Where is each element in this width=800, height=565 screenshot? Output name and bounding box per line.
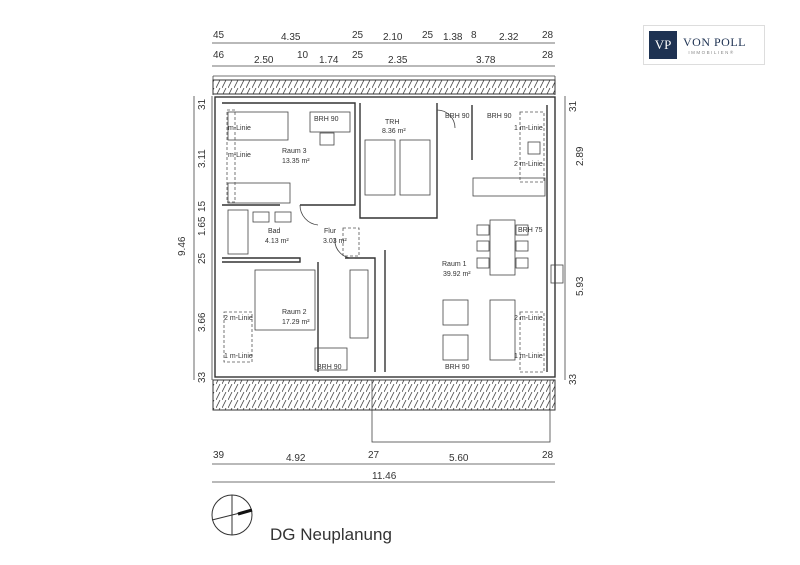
room-name: Raum 1 — [442, 261, 467, 268]
dims-bottom: 39 4.92 27 5.60 28 11.46 — [213, 450, 554, 482]
room-area: 8.36 m² — [382, 128, 406, 135]
svg-text:4.92: 4.92 — [286, 453, 306, 464]
svg-text:2 m-Linie: 2 m-Linie — [514, 315, 543, 322]
balcony — [371, 379, 551, 443]
svg-text:10: 10 — [297, 50, 309, 61]
dims-left: 31 3.11 15 1.65 25 3.66 33 9.46 — [177, 98, 208, 383]
svg-text:BRH 90: BRH 90 — [445, 113, 470, 120]
room-area: 17.29 m² — [282, 319, 310, 326]
svg-text:46: 46 — [213, 50, 225, 61]
svg-text:4.35: 4.35 — [281, 32, 301, 43]
svg-text:31: 31 — [197, 98, 208, 110]
room-name: Flur — [324, 228, 337, 235]
svg-text:2 m-Linie: 2 m-Linie — [224, 315, 253, 322]
svg-text:1 m-Linie: 1 m-Linie — [514, 125, 543, 132]
svg-text:BRH 90: BRH 90 — [487, 113, 512, 120]
svg-text:BRH 75: BRH 75 — [518, 227, 543, 234]
svg-text:15: 15 — [197, 200, 208, 212]
svg-text:2.10: 2.10 — [383, 32, 403, 43]
svg-text:1.74: 1.74 — [319, 55, 339, 66]
north-arrow-icon — [211, 494, 253, 536]
svg-text:m-Linie: m-Linie — [228, 152, 251, 159]
svg-text:9.46: 9.46 — [177, 236, 188, 256]
room-name: Raum 3 — [282, 148, 307, 155]
svg-text:2.35: 2.35 — [388, 55, 408, 66]
svg-text:25: 25 — [422, 30, 434, 41]
svg-text:28: 28 — [542, 30, 554, 41]
svg-text:2.50: 2.50 — [254, 55, 274, 66]
svg-text:2.89: 2.89 — [575, 146, 586, 166]
logo-sub: IMMOBILIEN® — [688, 50, 735, 55]
room-area: 3.03 m² — [323, 238, 347, 245]
m-lines — [223, 109, 545, 373]
logo-name: VON POLL — [683, 35, 746, 49]
svg-text:25: 25 — [352, 30, 364, 41]
svg-text:BRH 90: BRH 90 — [445, 364, 470, 371]
svg-text:25: 25 — [197, 252, 208, 264]
svg-text:1.65: 1.65 — [197, 216, 208, 236]
room-name: TRH — [385, 119, 399, 126]
room-area: 39.92 m² — [443, 271, 471, 278]
svg-text:5.60: 5.60 — [449, 453, 469, 464]
svg-text:45: 45 — [213, 30, 225, 41]
svg-text:33: 33 — [568, 373, 579, 385]
svg-text:11.46: 11.46 — [372, 471, 397, 482]
svg-text:BRH 90: BRH 90 — [317, 364, 342, 371]
svg-text:3.11: 3.11 — [197, 149, 208, 168]
svg-text:33: 33 — [197, 371, 208, 383]
dims-right: 31 2.89 5.93 33 — [568, 100, 586, 385]
svg-text:1.38: 1.38 — [443, 32, 463, 43]
svg-text:m-Linie: m-Linie — [228, 125, 251, 132]
svg-text:39: 39 — [213, 450, 225, 461]
svg-text:1 m-Linie: 1 m-Linie — [514, 353, 543, 360]
von-poll-logo: VP VON POLL IMMOBILIEN® — [643, 25, 765, 65]
logo-mark: VP — [649, 31, 677, 59]
furniture — [227, 109, 564, 371]
svg-text:31: 31 — [568, 100, 579, 112]
roof-edge-bottom — [212, 379, 556, 411]
room-name: Raum 2 — [282, 309, 307, 316]
room-name: Bad — [268, 228, 281, 235]
plan-title: DG Neuplanung — [270, 525, 392, 544]
svg-text:2 m-Linie: 2 m-Linie — [514, 161, 543, 168]
svg-text:27: 27 — [368, 450, 380, 461]
svg-text:28: 28 — [542, 450, 554, 461]
room-area: 13.35 m² — [282, 158, 310, 165]
dims-top-row-1: 45 4.35 25 2.10 25 1.38 8 2.32 28 — [213, 30, 554, 43]
roof-edge-top — [212, 79, 556, 95]
walls — [214, 96, 556, 378]
svg-text:5.93: 5.93 — [575, 276, 586, 296]
svg-text:3.78: 3.78 — [476, 55, 496, 66]
svg-text:BRH 90: BRH 90 — [314, 116, 339, 123]
svg-text:25: 25 — [352, 50, 364, 61]
dimension-lines — [193, 42, 566, 483]
svg-text:1 m-Linie: 1 m-Linie — [224, 353, 253, 360]
dims-top-row-2: 46 2.50 10 1.74 25 2.35 3.78 28 — [213, 50, 554, 66]
room-labels: Raum 3 13.35 m² TRH 8.36 m² Bad 4.13 m² … — [224, 113, 543, 371]
svg-text:8: 8 — [471, 30, 477, 41]
svg-text:28: 28 — [542, 50, 554, 61]
svg-text:2.32: 2.32 — [499, 32, 519, 43]
room-area: 4.13 m² — [265, 238, 289, 245]
svg-text:3.66: 3.66 — [197, 312, 208, 332]
